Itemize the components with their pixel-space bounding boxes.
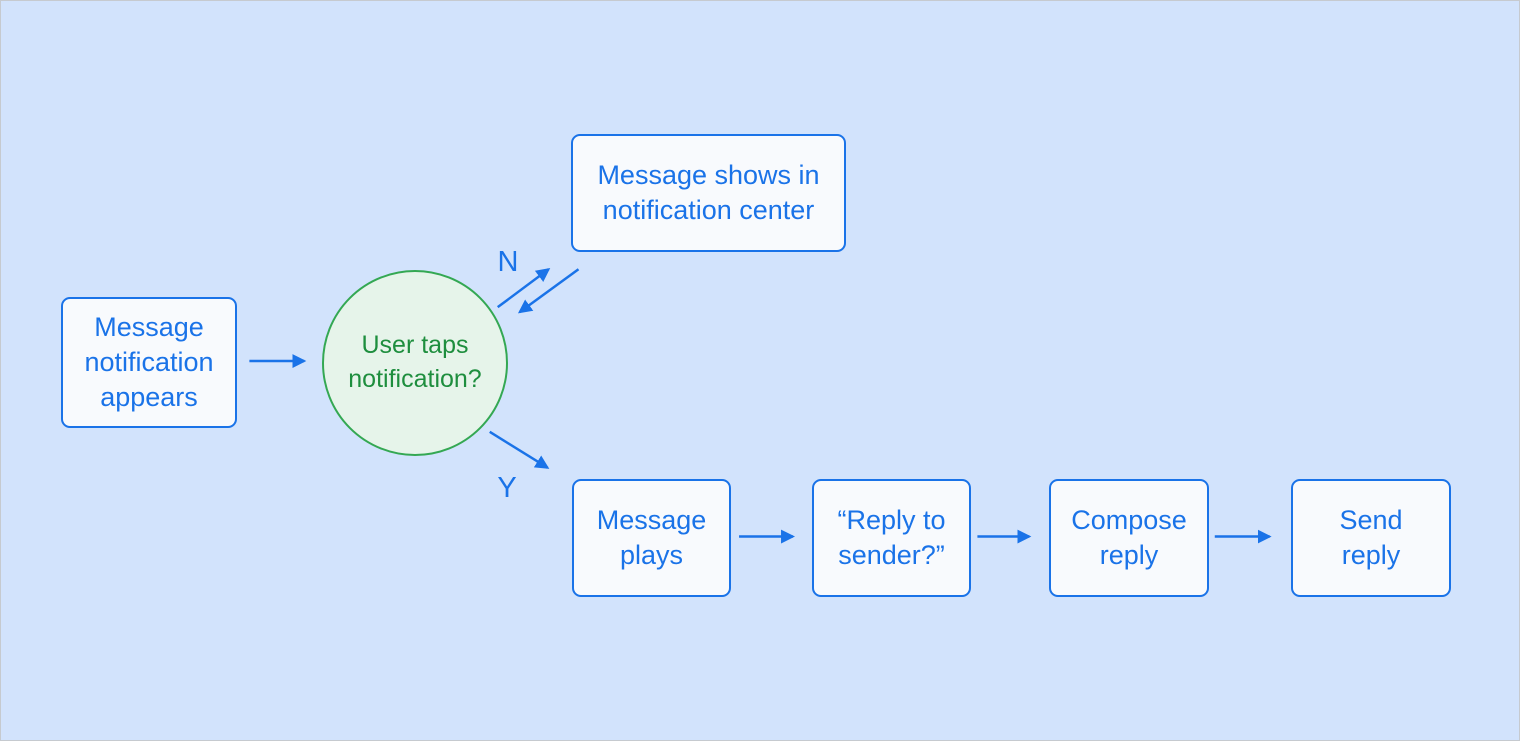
branch-label-yes: Y (497, 472, 517, 504)
branch-label-no: N (497, 246, 519, 278)
node-send-reply: Send reply (1291, 479, 1451, 597)
node-decision-user-taps-notification: User taps notification? (322, 270, 508, 456)
arrow-no-to-decision (517, 268, 580, 314)
node-reply-to-sender: “Reply to sender?” (812, 479, 971, 597)
node-message-shows-in-notification-center: Message shows in notification center (571, 134, 846, 252)
node-compose-reply: Compose reply (1049, 479, 1209, 597)
arrow-decision-to-plays (489, 430, 550, 469)
node-message-plays: Message plays (572, 479, 731, 597)
node-message-notification-appears: Message notification appears (61, 297, 237, 428)
